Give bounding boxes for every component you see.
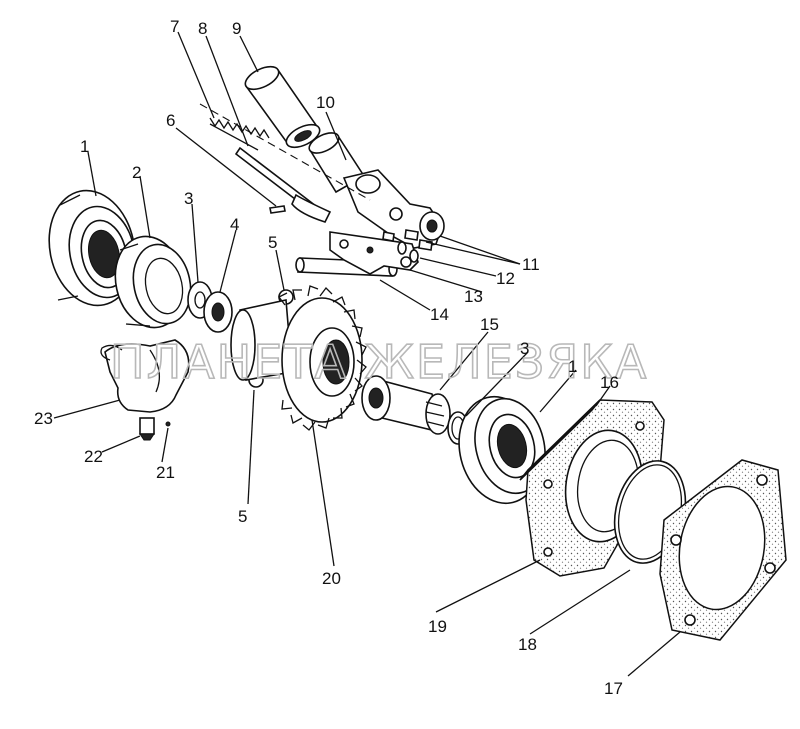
callout-22: 22 xyxy=(84,447,103,466)
callout-2: 2 xyxy=(132,163,141,182)
callout-10: 10 xyxy=(316,93,335,112)
callout-12: 12 xyxy=(496,269,515,288)
callout-3-left: 3 xyxy=(184,189,193,208)
part-4-spacer xyxy=(203,291,233,333)
callout-16: 16 xyxy=(600,373,619,392)
callout-13: 13 xyxy=(464,287,483,306)
callout-19: 19 xyxy=(428,617,447,636)
callout-4: 4 xyxy=(230,215,239,234)
callout-1: 1 xyxy=(80,137,89,156)
part-7-spring xyxy=(209,117,270,151)
callout-5-bottom: 5 xyxy=(238,507,247,526)
callout-21: 21 xyxy=(156,463,175,482)
callout-23: 23 xyxy=(34,409,53,428)
callout-8: 8 xyxy=(198,19,207,38)
part-12-washers xyxy=(397,241,419,263)
callout-17: 17 xyxy=(604,679,623,698)
part-6-pin xyxy=(269,205,286,214)
part-8-rod xyxy=(234,146,332,223)
part-19-flange xyxy=(519,399,665,577)
callout-7: 7 xyxy=(170,17,179,36)
leader-lines xyxy=(53,31,681,677)
assembly-line xyxy=(199,103,371,201)
part-20-gear xyxy=(230,285,367,431)
callout-14: 14 xyxy=(430,305,449,324)
part-9-sleeve xyxy=(244,65,321,149)
callout-18: 18 xyxy=(518,635,537,654)
callout-3-right: 3 xyxy=(520,339,529,358)
part-17-gasket xyxy=(659,459,787,641)
part-13-bracket xyxy=(329,231,419,275)
part-10-valve-body xyxy=(308,132,445,249)
callout-6: 6 xyxy=(166,111,175,130)
part-15-coupling xyxy=(361,375,451,435)
callout-labels: 1 2 3 4 5 6 7 8 9 10 11 12 13 14 15 3 1 … xyxy=(34,17,623,698)
watermark-text: ПЛАНЕТА ЖЕЛЕЗЯКА xyxy=(110,335,648,389)
callout-1-right: 1 xyxy=(568,357,577,376)
callout-15: 15 xyxy=(480,315,499,334)
part-11-bolts xyxy=(382,229,433,251)
part-23-fork xyxy=(100,339,190,441)
callout-20: 20 xyxy=(322,569,341,588)
callout-5-top: 5 xyxy=(268,233,277,252)
callout-11: 11 xyxy=(522,255,540,274)
part-2-ring xyxy=(114,235,192,329)
callout-9: 9 xyxy=(232,19,241,38)
